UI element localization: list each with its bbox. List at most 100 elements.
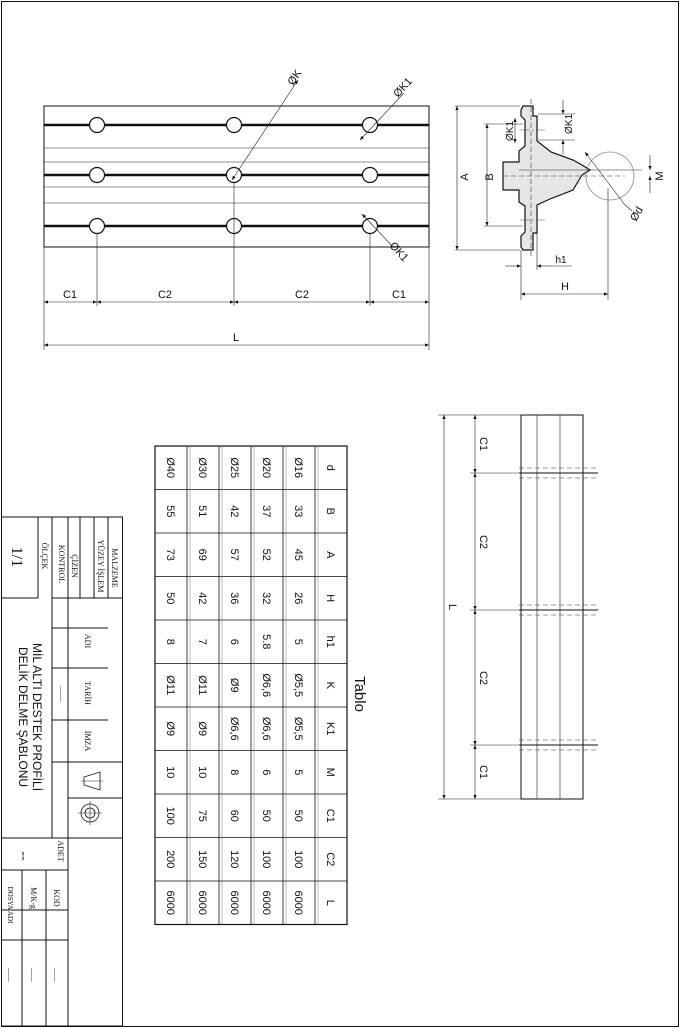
table-cell: 150 — [196, 850, 208, 868]
table-cell: Ø11 — [164, 675, 176, 695]
hole — [225, 116, 243, 134]
table-cell: 100 — [164, 807, 176, 825]
table-cell: 6000 — [228, 891, 240, 915]
side-dim-c2-upper: C2 — [477, 535, 489, 549]
table-cell: 50 — [292, 810, 304, 822]
dim-k1-left: ØK1 — [505, 121, 516, 141]
side-dim-c1-bottom: C1 — [477, 765, 489, 779]
malzeme-label: MALZEME — [110, 548, 119, 588]
mkg-label: M/K-g — [29, 887, 38, 909]
adet-value: -- — [16, 851, 31, 861]
table-cell: 50 — [164, 592, 176, 604]
hole-k1-bottom-label: ØK1 — [387, 240, 411, 264]
yuzey-label: YÜZEY İŞLEM — [96, 540, 105, 593]
table-cell: 26 — [292, 592, 304, 604]
table-cell: 42 — [196, 592, 208, 604]
table-cell: Ø25 — [228, 457, 240, 478]
table-cell: 10 — [164, 766, 176, 778]
table-cell: Ø30 — [196, 457, 208, 478]
mkg-value: ....... — [29, 968, 38, 982]
dim-k1-upper: ØK1 — [564, 114, 575, 134]
dim-h: H — [561, 281, 569, 293]
table-cell: 6000 — [260, 891, 272, 915]
table-cell: 6000 — [292, 891, 304, 915]
profile-section — [502, 105, 592, 251]
dim-m: M — [654, 171, 666, 180]
dim-c2-right: C2 — [295, 289, 309, 301]
table-cell: 55 — [164, 505, 176, 517]
cizen-label: ÇİZEN — [70, 554, 79, 578]
hole — [88, 166, 106, 184]
date-placeholder: ........ — [58, 686, 67, 702]
tarih-label: TARİH — [83, 681, 92, 705]
olcek-label: ÖLÇEK — [40, 543, 49, 570]
table-cell: 57 — [228, 549, 240, 561]
olcek-value: 1/1 — [8, 547, 25, 567]
dim-b: B — [484, 173, 496, 180]
dim-h1: h1 — [555, 255, 567, 266]
dim-c1-right: C1 — [392, 289, 406, 301]
projection-symbol-icon — [78, 771, 103, 825]
dosya-value: ....... — [6, 968, 15, 982]
table-cell: 200 — [164, 850, 176, 868]
hole-k1-top-label: ØK1 — [391, 76, 415, 100]
table-header-cell: K1 — [324, 722, 336, 735]
dimension-table: dBAHh1KK1MC1C2LØ163345265Ø5,5Ø5,55501006… — [154, 445, 348, 926]
table-cell: 50 — [260, 810, 272, 822]
table-cell: 60 — [228, 810, 240, 822]
drawing-title-line2: DELİK DELME ŞABLONU — [16, 647, 30, 787]
table-cell: 33 — [292, 505, 304, 517]
dim-length: L — [233, 332, 239, 344]
side-dim-c2-lower: C2 — [477, 671, 489, 685]
table-cell: 69 — [196, 549, 208, 561]
table-cell: Ø6,6 — [260, 673, 272, 697]
table-header-cell: K — [324, 682, 336, 690]
table-cell: Ø40 — [164, 457, 176, 478]
table-header-cell: C1 — [324, 809, 336, 823]
section-view: A B ØK1 ØK1 M Ød h1 H — [455, 99, 666, 300]
table-cell: 73 — [164, 549, 176, 561]
table-cell: Ø16 — [292, 457, 304, 478]
hole-k-label: ØK — [286, 67, 305, 87]
table-title: Tablo — [351, 676, 368, 712]
dim-c1-left: C1 — [63, 289, 77, 301]
table-cell: 7 — [196, 639, 208, 645]
adi-label: ADI — [83, 634, 92, 649]
table-cell: 42 — [228, 505, 240, 517]
side-view: C1 C2 C2 C1 L — [438, 414, 598, 800]
hole — [361, 116, 379, 134]
table-cell: Ø6,6 — [260, 717, 272, 741]
dim-c2-left: C2 — [158, 289, 172, 301]
dosya-label: DOSYA ADI — [6, 887, 14, 924]
dim-a: A — [459, 173, 471, 181]
table-cell: 52 — [260, 549, 272, 561]
table-cell: 100 — [260, 850, 272, 868]
kod-label: KOD — [52, 889, 61, 907]
table-cell: 45 — [292, 549, 304, 561]
table-cell: 6 — [228, 639, 240, 645]
table-cell: 5 — [292, 639, 304, 645]
hole — [361, 217, 379, 235]
table-cell: 6000 — [196, 891, 208, 915]
table-header-cell: d — [324, 465, 336, 471]
table-cell: 120 — [228, 850, 240, 868]
top-view: ØK ØK1 ØK1 C1 C2 C2 C1 L — [43, 67, 430, 350]
table-cell: 36 — [228, 592, 240, 604]
table-header-cell: A — [324, 551, 336, 559]
side-profile — [520, 414, 584, 800]
table-cell: 10 — [196, 766, 208, 778]
table-cell: Ø9 — [164, 721, 176, 736]
table-cell: 5.8 — [260, 634, 272, 649]
table-header-cell: B — [324, 508, 336, 515]
table-cell: 100 — [292, 850, 304, 868]
table-header-cell: H — [324, 594, 336, 602]
table-cell: 32 — [260, 592, 272, 604]
table-header-cell: M — [324, 768, 336, 777]
table-cell: 6000 — [164, 891, 176, 915]
table-header-cell: L — [324, 900, 336, 906]
shaft-circle — [585, 151, 635, 201]
table-cell: 8 — [228, 769, 240, 775]
table-cell: Ø20 — [260, 457, 272, 478]
